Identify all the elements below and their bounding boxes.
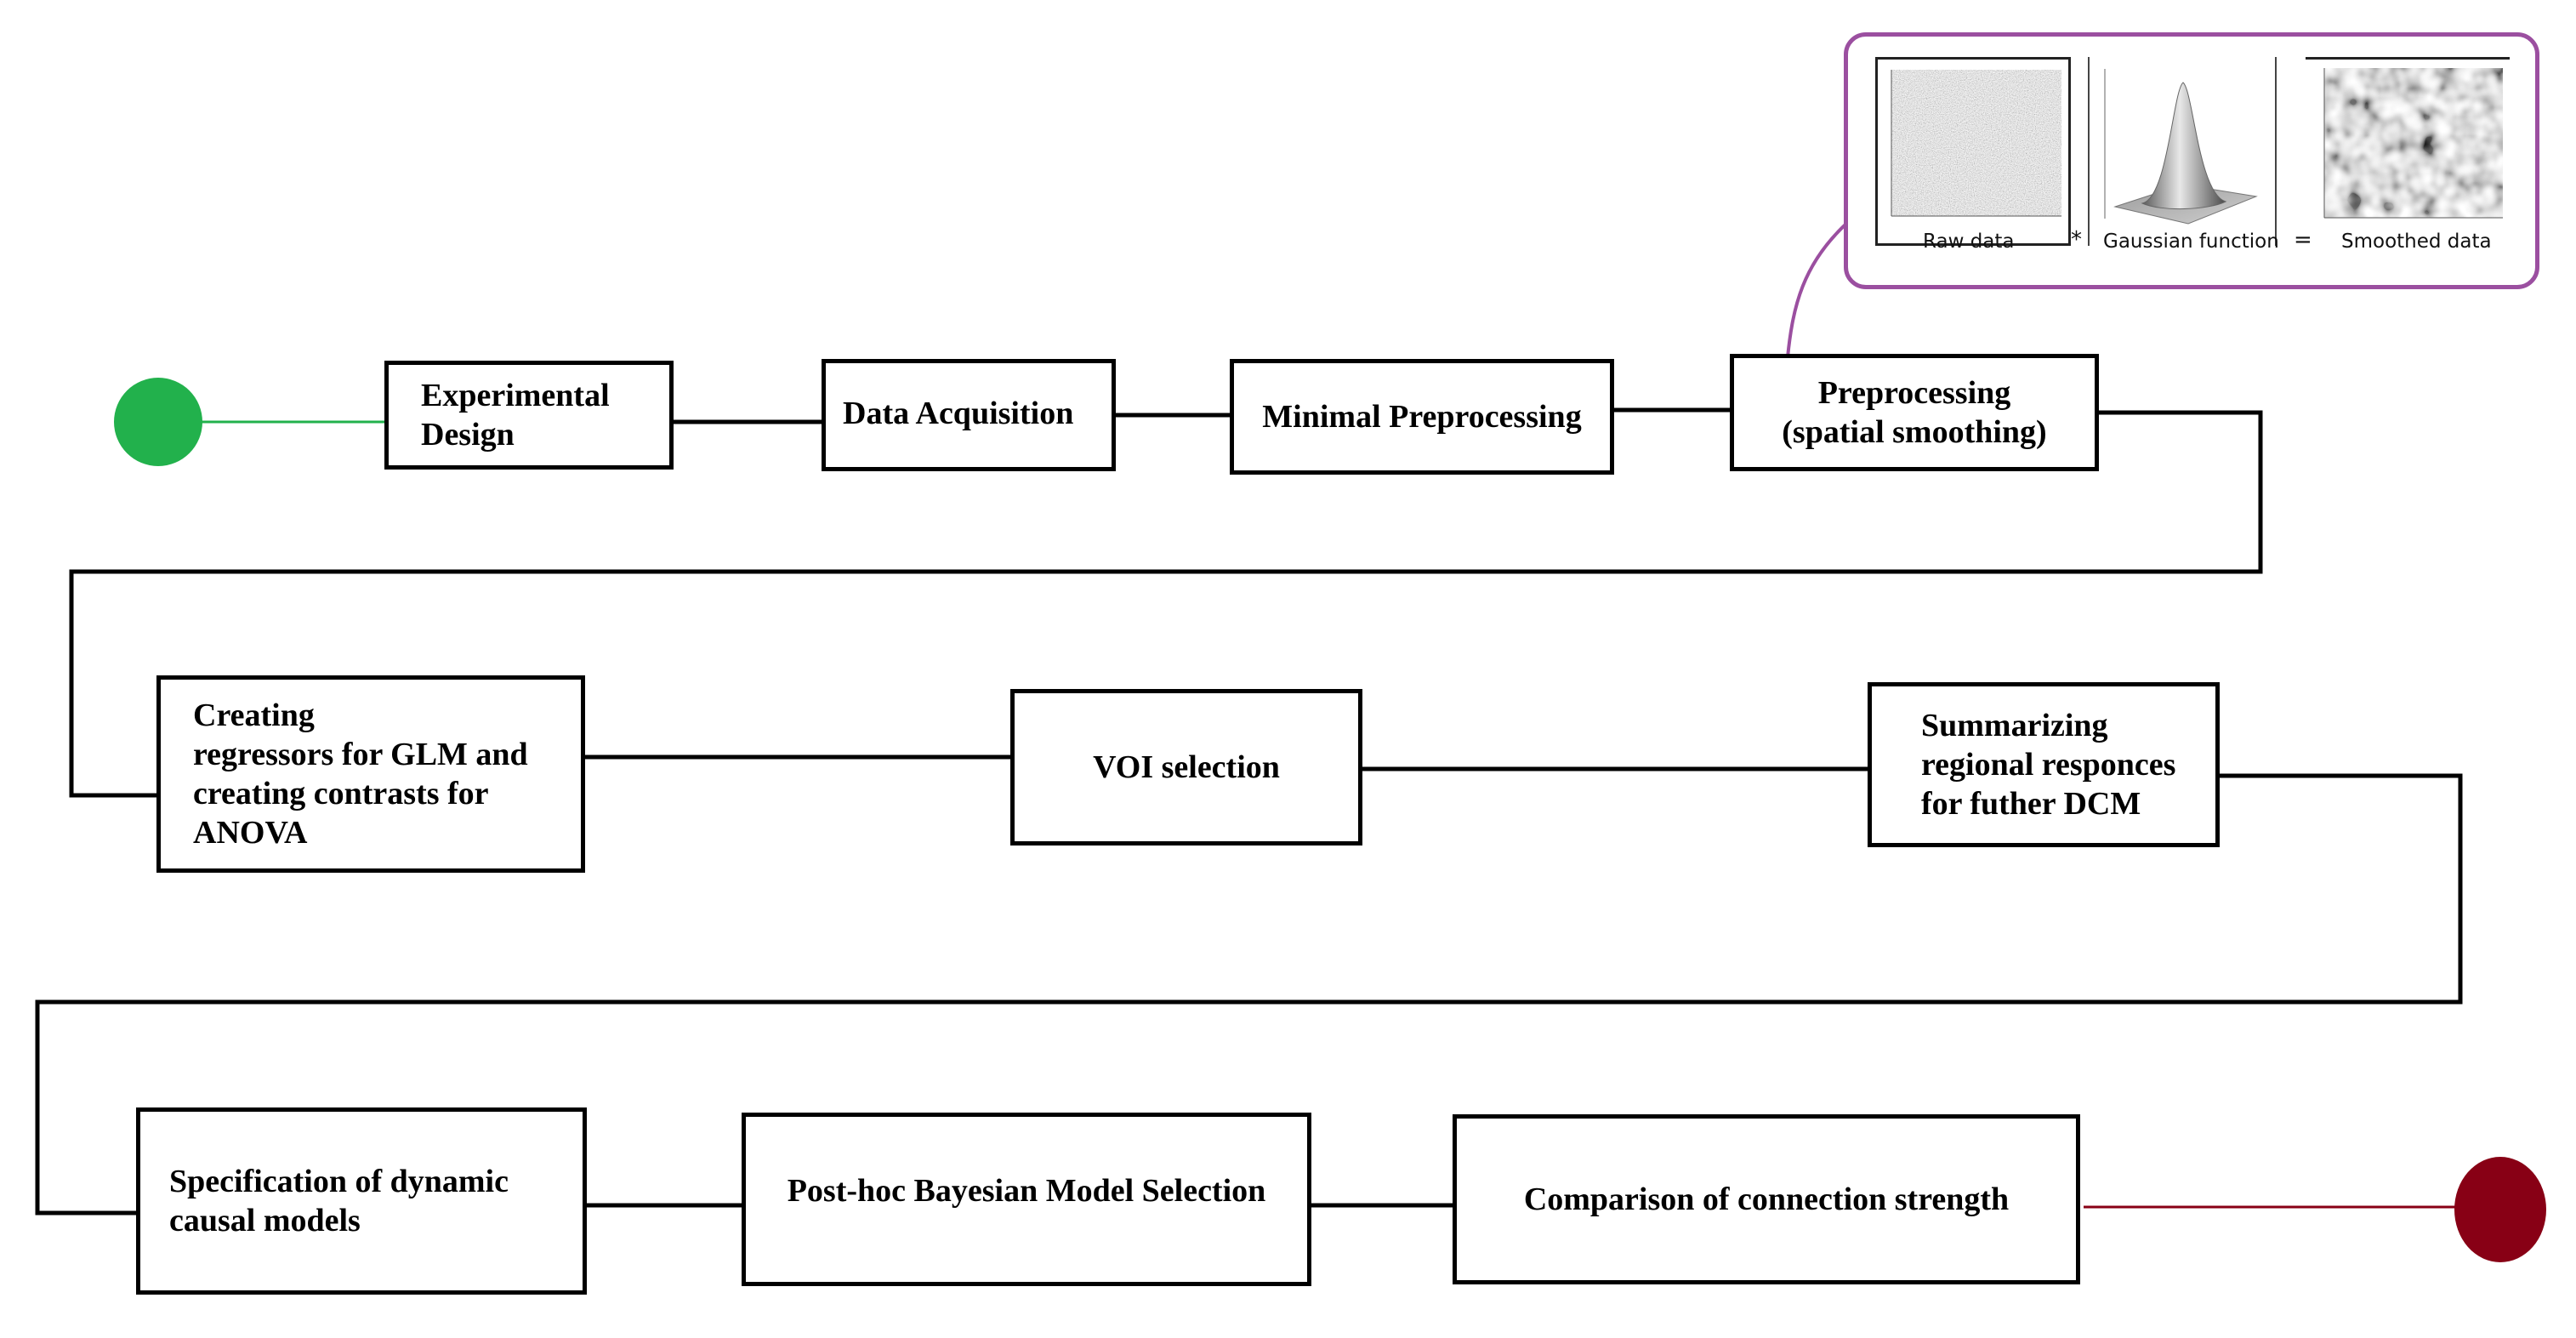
step-preprocessing: Preprocessing (spatial smoothing): [1730, 354, 2099, 471]
end-node: [2454, 1157, 2546, 1262]
step-summarizing: Summarizing regional responces for futhe…: [1868, 682, 2220, 847]
step-summarizing-label: Summarizing regional responces for futhe…: [1921, 708, 2176, 822]
start-node: [114, 378, 202, 466]
raw-data-image: [1878, 60, 2068, 243]
step-bayesian-selection: Post-hoc Bayesian Model Selection: [742, 1113, 1311, 1286]
step-creating-regressors-label: Creating regressors for GLM and creating…: [193, 697, 528, 851]
step-minimal-preprocessing: Minimal Preprocessing: [1230, 359, 1614, 475]
raw-data-caption: Raw data: [1923, 231, 2015, 253]
smoothing-inset: Raw data * Gaussian function = Smoothed …: [1844, 32, 2539, 289]
step-minimal-preprocessing-label: Minimal Preprocessing: [1262, 399, 1582, 435]
smoothed-data-panel: [2306, 57, 2510, 246]
step-data-acquisition: Data Acquisition: [822, 359, 1116, 471]
connector-preprocessing-regressors: [69, 410, 2263, 798]
gaussian-panel: [2088, 57, 2277, 246]
smoothed-data-caption: Smoothed data: [2341, 231, 2492, 253]
step-creating-regressors: Creating regressors for GLM and creating…: [156, 675, 585, 873]
equals-operator: =: [2294, 227, 2312, 253]
step-experimental-design-label: Experimental Design: [421, 378, 610, 453]
step-voi-selection-label: VOI selection: [1093, 749, 1280, 785]
connector-summarizing-specification: [35, 773, 2463, 1216]
gaussian-caption: Gaussian function: [2103, 231, 2279, 253]
step-specification: Specification of dynamic causal models: [136, 1107, 587, 1295]
step-data-acquisition-label: Data Acquisition: [843, 396, 1074, 431]
raw-data-panel: [1875, 57, 2071, 246]
step-bayesian-selection-label: Post-hoc Bayesian Model Selection: [787, 1173, 1266, 1209]
smoothed-data-image: [2306, 60, 2510, 243]
callout-line: [1786, 221, 1849, 358]
step-specification-label: Specification of dynamic causal models: [169, 1164, 509, 1238]
step-experimental-design: Experimental Design: [384, 361, 674, 470]
gaussian-image: [2104, 69, 2258, 225]
step-voi-selection: VOI selection: [1010, 689, 1362, 846]
convolution-operator: *: [2071, 227, 2082, 253]
step-comparison: Comparison of connection strength: [1453, 1114, 2080, 1284]
step-preprocessing-label: Preprocessing (spatial smoothing): [1782, 375, 2047, 450]
step-comparison-label: Comparison of connection strength: [1523, 1181, 2010, 1217]
